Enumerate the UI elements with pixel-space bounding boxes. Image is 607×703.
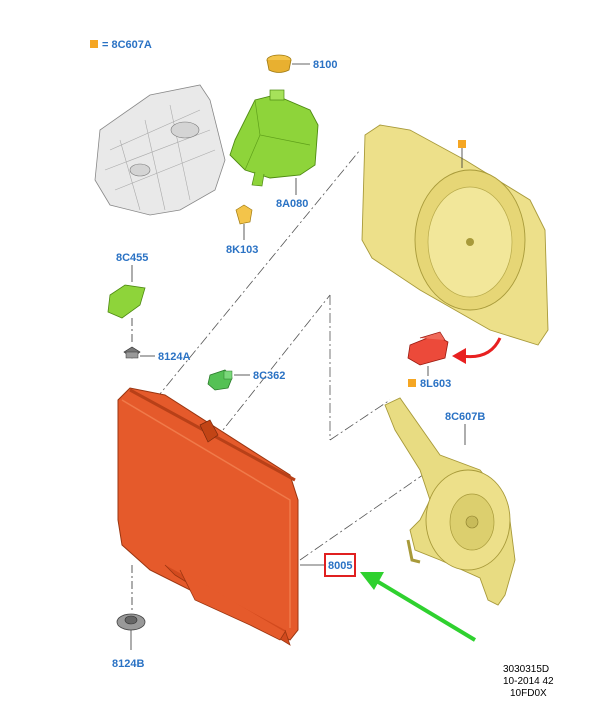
callout-resistor: 8L603 (420, 378, 451, 390)
footer-line-1: 3030315D (503, 664, 549, 675)
assembly-lines (154, 149, 431, 561)
outlet-connector (207, 369, 233, 391)
footer-line-3: 10FD0X (510, 688, 547, 699)
callout-lower-mount: 8124B (112, 658, 144, 670)
radiator (117, 387, 299, 646)
lower-mount (116, 613, 146, 631)
callout-reservoir: 8A080 (276, 198, 308, 210)
legend-marker (90, 40, 98, 48)
callout-radiator: 8005 (328, 560, 352, 572)
fan-shroud (361, 124, 549, 346)
rotate-arrow (461, 337, 502, 359)
highlight-box (324, 553, 356, 577)
resistor-marker (408, 379, 416, 387)
legend: = 8C607A (90, 39, 152, 51)
legend-text: = 8C607A (102, 39, 152, 51)
coolant-cap (266, 54, 292, 73)
callout-bracket: 8K103 (226, 244, 258, 256)
callout-upper-support: 8C455 (116, 252, 148, 264)
pointer-arrow (373, 578, 477, 642)
upper-mount (123, 346, 141, 359)
pointer-arrow-head (360, 572, 384, 590)
callout-upper-mount: 8124A (158, 351, 190, 363)
reservoir-bracket (235, 204, 253, 225)
shroud-marker (458, 140, 466, 148)
footer-line-2: 10-2014 42 (503, 676, 554, 687)
rotate-arrow-head (452, 348, 466, 364)
fan-motor (384, 397, 516, 606)
upper-support (107, 284, 146, 319)
callout-cap: 8100 (313, 59, 337, 71)
callout-outlet: 8C362 (253, 370, 285, 382)
callout-fan-motor: 8C607B (445, 411, 485, 423)
body-panel-illustration (94, 84, 226, 216)
coolant-reservoir (229, 89, 319, 187)
fan-resistor (407, 331, 449, 366)
